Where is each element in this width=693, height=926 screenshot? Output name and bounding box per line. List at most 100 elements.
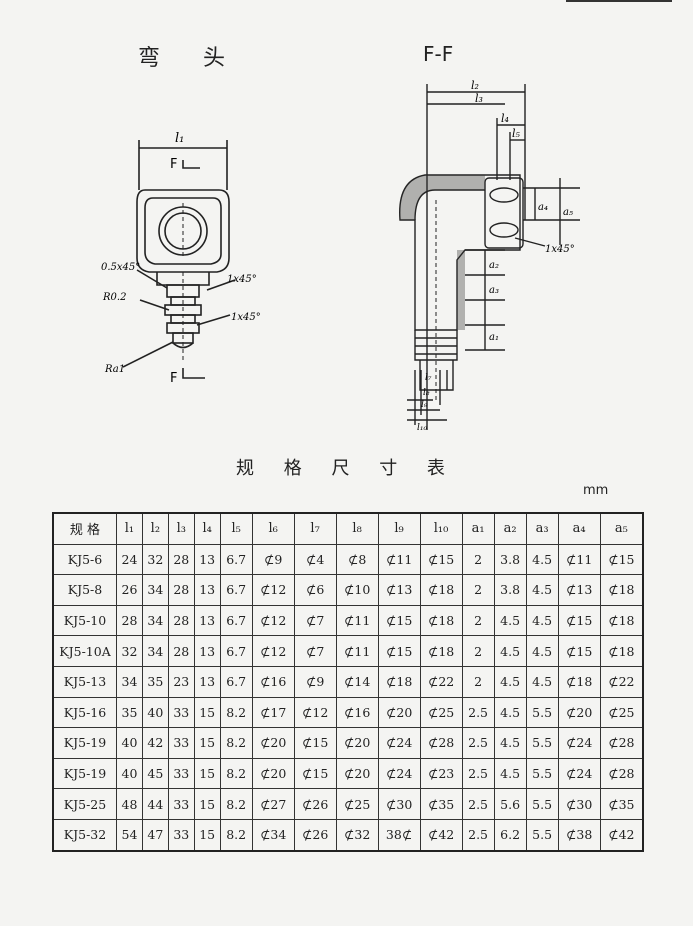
table-cell: 8.2 (219, 757, 253, 790)
label-a2: a₂ (489, 260, 499, 271)
table-cell: ⊄9 (251, 543, 295, 576)
table-cell: ⊄20 (251, 727, 295, 759)
table-cell: 47 (141, 818, 169, 852)
column-header: a₃ (525, 512, 559, 545)
table-cell: ⊄20 (335, 727, 379, 759)
column-header: l₅ (219, 512, 253, 545)
table-cell: ⊄12 (293, 696, 337, 729)
table-cell: ⊄42 (599, 818, 644, 852)
table-cell: 42 (141, 727, 169, 759)
label-f-bottom: F (170, 371, 177, 386)
label-a4: a₄ (538, 202, 548, 213)
table-cell: ⊄26 (293, 818, 337, 852)
table-cell: ⊄38 (557, 818, 601, 852)
table-cell: ⊄23 (419, 757, 463, 790)
table-cell: 33 (167, 696, 195, 729)
table-cell: 6.7 (219, 665, 253, 698)
table-cell: ⊄24 (557, 727, 601, 759)
table-cell: ⊄6 (293, 574, 337, 606)
table-cell: 4.5 (493, 635, 527, 667)
column-header: l₃ (167, 512, 195, 545)
table-cell: 2.5 (461, 727, 495, 759)
table-cell: 54 (116, 818, 143, 852)
table-cell: ⊄15 (293, 727, 337, 759)
label-a1: a₁ (489, 332, 499, 343)
table-cell: 5.5 (525, 788, 559, 820)
table-cell: ⊄4 (293, 543, 337, 576)
elbow-front-view-drawing: l₁ F F 0.5x45° 1x45° R0.2 1x45° Ra1 (101, 131, 261, 386)
column-header: 规 格 (52, 512, 117, 545)
table-cell: ⊄15 (419, 543, 463, 576)
table-cell: 4.5 (493, 696, 527, 729)
spec-model-cell: KJ5-19 (52, 727, 117, 759)
table-cell: ⊄15 (293, 757, 337, 790)
table-cell: ⊄9 (293, 665, 337, 698)
table-cell: 4.5 (525, 635, 559, 667)
table-cell: 5.5 (525, 818, 559, 852)
table-cell: 28 (116, 604, 143, 637)
table-cell: ⊄24 (557, 757, 601, 790)
spec-model-cell: KJ5-10A (52, 635, 117, 667)
column-header: l₆ (251, 512, 295, 545)
label-chamfer-1b: 1x45° (231, 312, 261, 323)
table-cell: ⊄15 (377, 635, 421, 667)
table-cell: ⊄28 (599, 727, 644, 759)
table-cell: 40 (116, 727, 143, 759)
table-cell: 35 (116, 696, 143, 729)
table-cell: 15 (193, 818, 221, 852)
table-cell: ⊄30 (377, 788, 421, 820)
label-r02: R0.2 (102, 292, 126, 303)
table-cell: 4.5 (525, 665, 559, 698)
label-a3: a₃ (489, 285, 499, 296)
table-cell: 40 (141, 696, 169, 729)
table-cell: 32 (116, 635, 143, 667)
column-header: l₁ (116, 512, 143, 545)
table-cell: ⊄14 (335, 665, 379, 698)
label-l5: l₅ (512, 127, 521, 140)
table-cell: ⊄7 (293, 604, 337, 637)
label-chamfer-1a: 1x45° (227, 274, 257, 285)
table-cell: 24 (116, 543, 143, 576)
table-cell: 6.2 (493, 818, 527, 852)
spec-model-cell: KJ5-13 (52, 665, 117, 698)
column-header: a₅ (599, 512, 644, 545)
table-cell: 44 (141, 788, 169, 820)
table-cell: 4.5 (493, 727, 527, 759)
spec-model-cell: KJ5-16 (52, 696, 117, 729)
table-cell: ⊄18 (419, 635, 463, 667)
table-cell: ⊄34 (251, 818, 295, 852)
table-cell: 28 (167, 604, 195, 637)
table-cell: 13 (193, 604, 221, 637)
table-cell: ⊄26 (293, 788, 337, 820)
label-l4: l₄ (501, 112, 509, 125)
table-cell: 23 (167, 665, 195, 698)
table-cell: ⊄15 (599, 543, 644, 576)
table-cell: 4.5 (525, 604, 559, 637)
table-cell: 6.7 (219, 574, 253, 606)
table-cell: 48 (116, 788, 143, 820)
table-cell: ⊄15 (377, 604, 421, 637)
table-cell: ⊄7 (293, 635, 337, 667)
table-cell: 4.5 (525, 574, 559, 606)
table-cell: ⊄18 (377, 665, 421, 698)
table-cell: 13 (193, 574, 221, 606)
table-cell: 33 (167, 818, 195, 852)
table-cell: 4.5 (525, 543, 559, 576)
label-l10: l₁₀ (417, 423, 427, 433)
table-cell: 28 (167, 574, 195, 606)
column-header: a₄ (557, 512, 601, 545)
table-cell: ⊄11 (557, 543, 601, 576)
table-cell: 33 (167, 727, 195, 759)
column-header: a₁ (461, 512, 495, 545)
column-header: l₄ (193, 512, 221, 545)
table-cell: 15 (193, 696, 221, 729)
label-l1: l₁ (175, 131, 184, 146)
table-cell: ⊄24 (377, 757, 421, 790)
table-cell: 15 (193, 727, 221, 759)
